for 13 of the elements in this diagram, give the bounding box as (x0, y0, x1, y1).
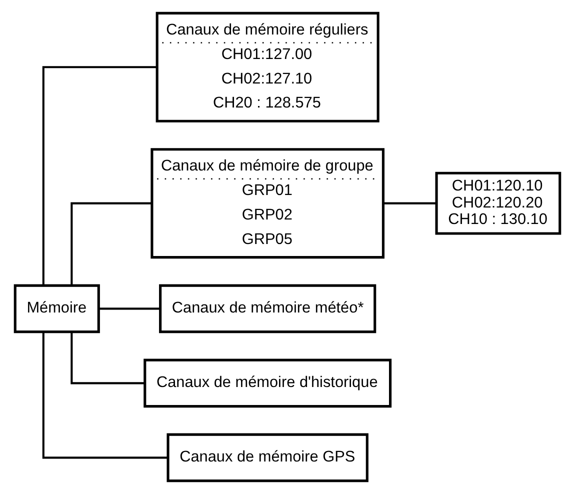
node-box: Canaux de mémoire GPS (166, 433, 368, 482)
connector (70, 332, 144, 384)
node-box: CH01:120.10 CH02:120.20 CH10 : 130.10 (434, 172, 561, 235)
node-box: Canaux de mémoire d'historique (143, 358, 392, 408)
connector (382, 202, 436, 204)
node-box: Canaux de mémoire réguliers CH01:127.00 CH02:127.10 CH20 : 128.575 (155, 12, 379, 122)
connector (42, 66, 156, 286)
connector (70, 202, 152, 286)
node-box: Canaux de mémoire de groupe GRP01 GRP02 GRP05 (150, 148, 384, 259)
connector (42, 332, 168, 459)
node-box: Mémoire (13, 284, 100, 334)
connector (98, 308, 160, 310)
node-box: Canaux de mémoire météo* (158, 284, 376, 334)
